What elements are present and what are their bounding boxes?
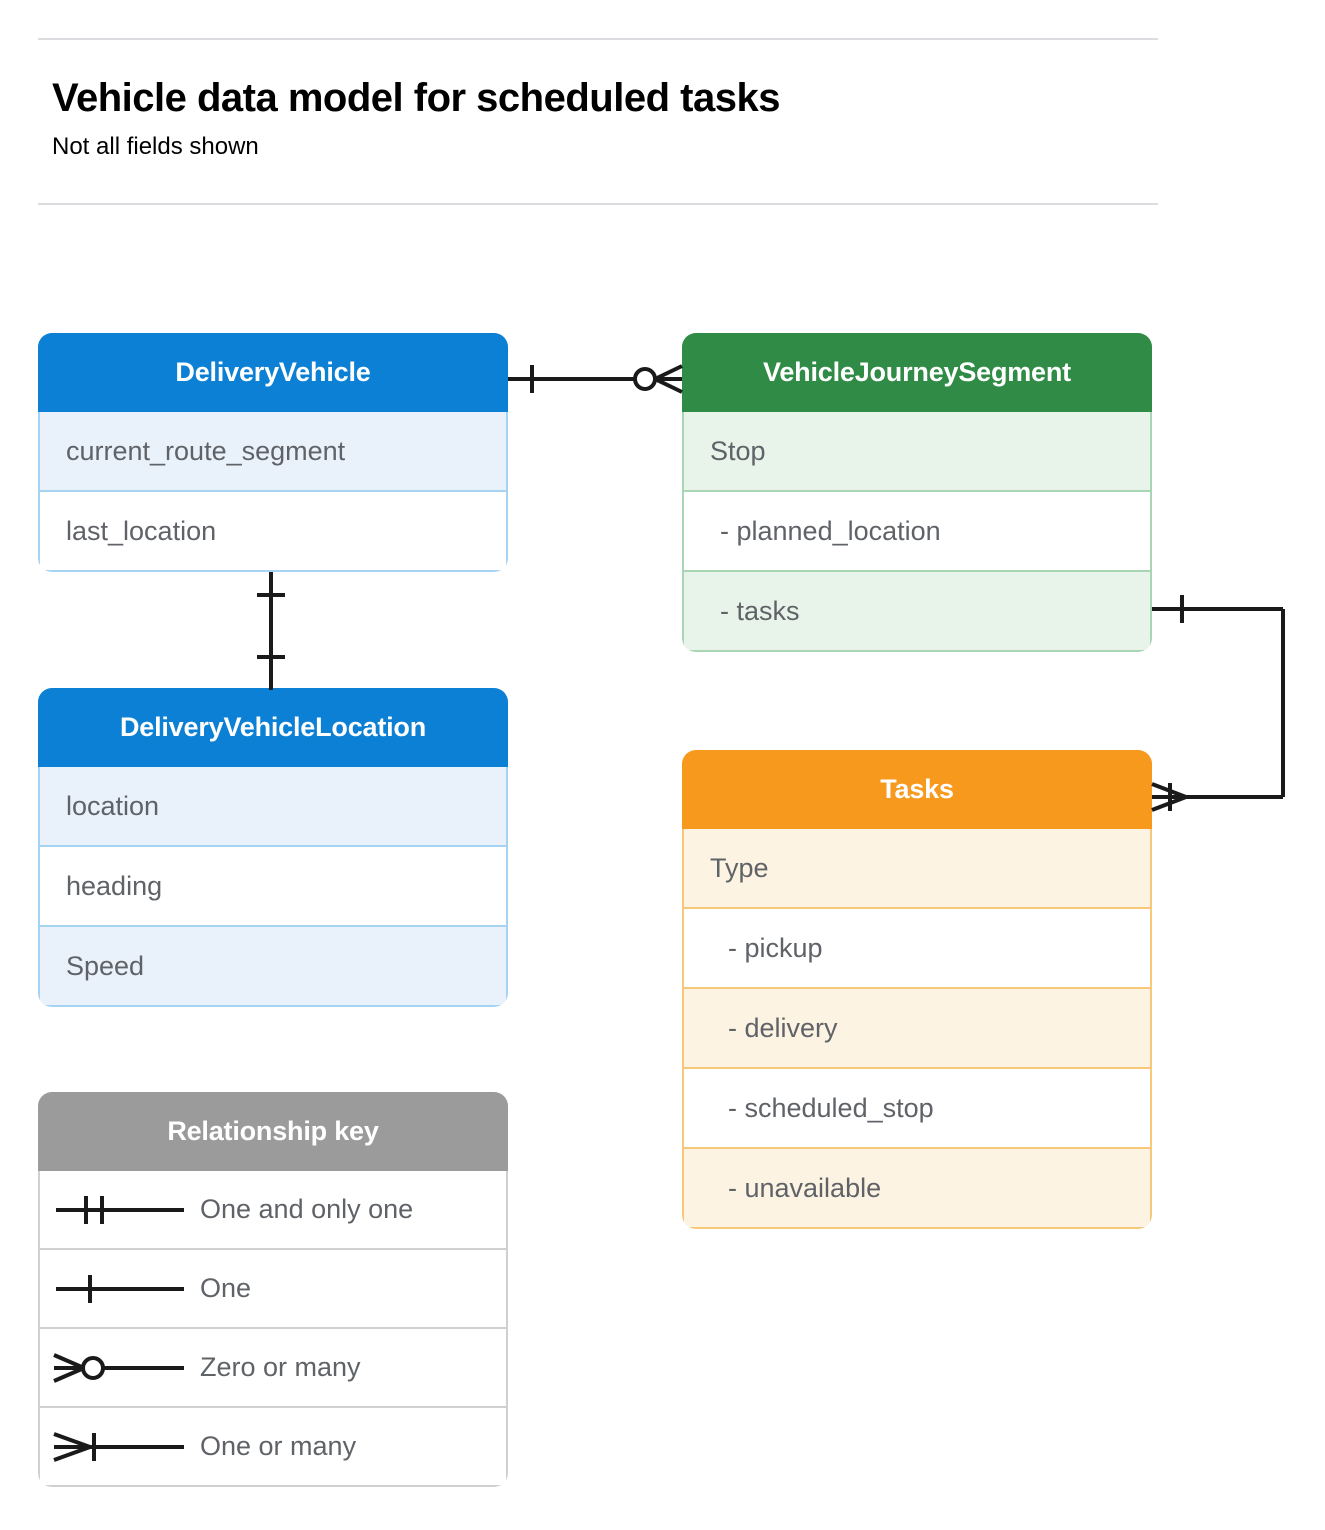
page-title: Vehicle data model for scheduled tasks [52,76,780,120]
legend-label: One and only one [200,1194,414,1224]
connector-vehicle-to-journeysegment [508,364,683,394]
connector-vehicle-to-location [257,572,285,690]
legend-label: One or many [200,1431,357,1461]
zero-or-many-icon [40,1348,200,1388]
entity-field-row: Type [682,829,1152,909]
legend-row-one-and-only-one: One and only one [38,1171,508,1250]
entity-field-row: - scheduled_stop [682,1069,1152,1149]
entity-field-row: current_route_segment [38,412,508,492]
legend-row-one-or-many: One or many [38,1408,508,1487]
entity-header-vehicle-journey-segment: VehicleJourneySegment [682,333,1152,412]
header-divider-bottom [38,203,1158,205]
one-icon [40,1269,200,1309]
entity-field-row: location [38,767,508,847]
legend-label: Zero or many [200,1352,361,1382]
entity-header-tasks: Tasks [682,750,1152,829]
one-and-only-one-icon [40,1190,200,1230]
legend-row-one: One [38,1250,508,1329]
connector-journeysegment-tasks-to-tasks [1151,595,1285,812]
header-divider-top [38,38,1158,40]
entity-field-row: Speed [38,927,508,1007]
one-or-many-icon [40,1427,200,1467]
entity-field-row: last_location [38,492,508,572]
entity-field-row: - planned_location [682,492,1152,572]
entity-field-row: - unavailable [682,1149,1152,1229]
entity-vehicle-journey-segment[interactable]: VehicleJourneySegment Stop - planned_loc… [682,333,1152,652]
page-subtitle: Not all fields shown [52,133,259,160]
entity-delivery-vehicle-location[interactable]: DeliveryVehicleLocation location heading… [38,688,508,1007]
legend-title: Relationship key [38,1092,508,1171]
entity-field-row: heading [38,847,508,927]
legend-row-zero-or-many: Zero or many [38,1329,508,1408]
legend-label: One [200,1273,252,1303]
entity-field-row: Stop [682,412,1152,492]
entity-delivery-vehicle[interactable]: DeliveryVehicle current_route_segment la… [38,333,508,572]
entity-field-row: - delivery [682,989,1152,1069]
entity-field-row: - tasks [682,572,1152,652]
entity-header-delivery-vehicle-location: DeliveryVehicleLocation [38,688,508,767]
entity-tasks[interactable]: Tasks Type - pickup - delivery - schedul… [682,750,1152,1229]
entity-field-row: - pickup [682,909,1152,989]
entity-header-delivery-vehicle: DeliveryVehicle [38,333,508,412]
relationship-key-legend[interactable]: Relationship key One and only one One [38,1092,508,1487]
